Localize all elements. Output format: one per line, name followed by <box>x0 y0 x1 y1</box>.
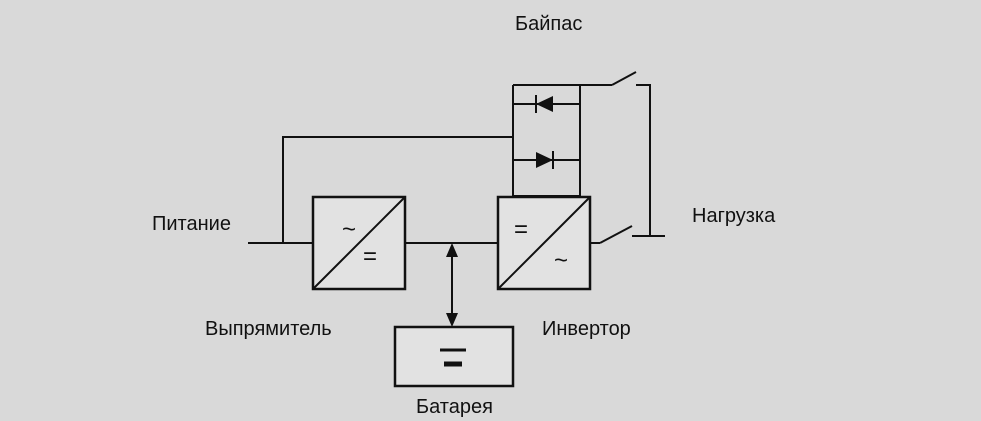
main-line <box>248 225 665 244</box>
inverter-ac-symbol: ~ <box>554 247 568 274</box>
rectifier-ac-symbol: ~ <box>342 216 356 243</box>
inverter-box: = ~ <box>496 195 592 291</box>
inverter-dc-symbol: = <box>514 216 528 243</box>
battery-box <box>393 325 515 388</box>
inverter-label: Инвертор <box>542 318 631 340</box>
power-label: Питание <box>152 213 231 235</box>
battery-link-arrow <box>446 243 458 327</box>
rectifier-label: Выпрямитель <box>205 318 332 340</box>
load-label: Нагрузка <box>692 205 776 227</box>
rectifier-dc-symbol: = <box>363 243 377 270</box>
bypass-label: Байпас <box>515 13 582 35</box>
thyristor-bottom <box>536 151 554 169</box>
thyristor-top <box>535 95 553 113</box>
rectifier-box: ~ = <box>311 195 407 291</box>
battery-label: Батарея <box>416 396 493 418</box>
